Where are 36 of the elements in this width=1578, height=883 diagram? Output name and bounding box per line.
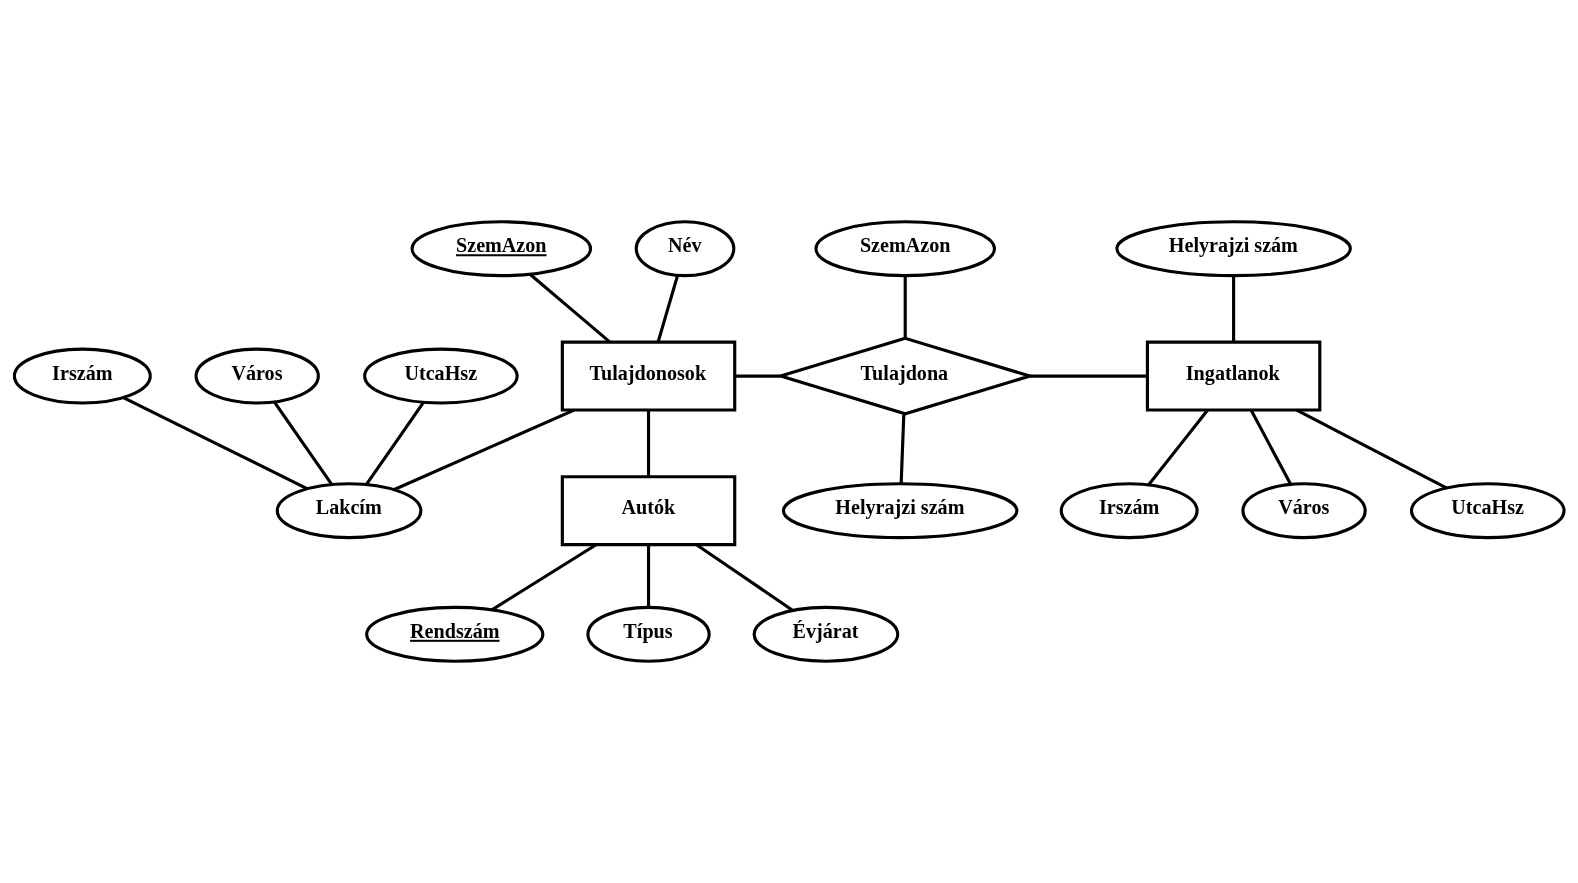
node-ellipse: Helyrajzi szám xyxy=(781,482,1018,540)
node-ellipse: SzemAzon xyxy=(813,220,996,278)
connector xyxy=(646,544,650,608)
connector xyxy=(490,543,597,612)
node-ellipse: UtcaHsz xyxy=(1409,482,1566,540)
node-ellipse: Típus xyxy=(585,605,711,663)
connector xyxy=(695,543,793,612)
node-ellipse: UtcaHsz xyxy=(362,347,519,405)
connector xyxy=(122,396,308,491)
connector xyxy=(364,401,425,486)
connector xyxy=(903,275,907,339)
node-ellipse: Irszám xyxy=(12,347,152,405)
connector xyxy=(392,408,575,492)
node-ellipse: Város xyxy=(194,347,320,405)
connector xyxy=(646,410,650,477)
node-box: Tulajdonosok xyxy=(560,340,736,412)
connector xyxy=(528,272,611,344)
connector xyxy=(1249,409,1292,486)
connector xyxy=(272,401,333,486)
node-box: Autók xyxy=(560,475,736,547)
node-box: Ingatlanok xyxy=(1145,340,1321,412)
node-ellipse: Évjárat xyxy=(752,605,899,663)
connector xyxy=(1146,409,1209,486)
node-ellipse: Név xyxy=(634,220,735,278)
connector xyxy=(1029,374,1147,378)
node-ellipse: Irszám xyxy=(1059,482,1199,540)
connector xyxy=(656,274,679,343)
connector xyxy=(899,413,905,484)
node-ellipse: Lakcím xyxy=(275,482,422,540)
node-ellipse: SzemAzon xyxy=(410,220,592,278)
node-ellipse: Rendszám xyxy=(364,605,544,663)
connector xyxy=(1231,275,1235,342)
node-ellipse: Helyrajzi szám xyxy=(1114,220,1352,278)
connector xyxy=(1295,408,1448,490)
connector xyxy=(734,374,780,378)
node-ellipse: Város xyxy=(1240,482,1367,540)
